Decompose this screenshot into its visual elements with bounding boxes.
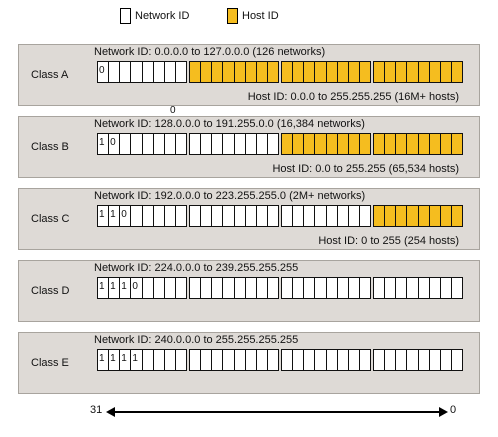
host-bit-cell [266, 61, 279, 83]
class-c-panel: Class C Network ID: 192.0.0.0 to 223.255… [18, 188, 480, 250]
host-range-label: Host ID: 0.0.0 to 255.255.255 (16M+ host… [247, 91, 459, 103]
leading-bit-value: 1 [99, 353, 105, 364]
host-bit-cell [358, 133, 371, 155]
class-name: Class D [31, 285, 70, 297]
stray-zero-label: 0 [170, 105, 176, 116]
class-name: Class B [31, 141, 69, 153]
leading-bit-value: 1 [121, 353, 127, 364]
network-bit-cell: 1 [108, 277, 121, 299]
host-range-label: Host ID: 0 to 255 (254 hosts) [318, 235, 459, 247]
network-bit-cell [266, 133, 279, 155]
class-name: Class E [31, 357, 69, 369]
network-bit-cell [266, 349, 279, 371]
network-bit-cell [174, 205, 187, 227]
leading-bit-value: 0 [121, 209, 127, 220]
network-range-label: Network ID: 192.0.0.0 to 223.255.255.0 (… [94, 190, 366, 202]
network-range-label: Network ID: 240.0.0.0 to 255.255.255.255 [94, 334, 299, 346]
leading-bit-value: 1 [110, 281, 116, 292]
leading-bit-value: 1 [99, 281, 105, 292]
legend-network-swatch [120, 8, 131, 24]
double-arrow-icon [106, 407, 448, 417]
leading-bit-value: 1 [110, 353, 116, 364]
network-range-label: Network ID: 0.0.0.0 to 127.0.0.0 (126 ne… [94, 46, 326, 58]
axis-left-label: 31 [90, 404, 103, 416]
class-b-panel: Class B Network ID: 128.0.0.0 to 191.255… [18, 116, 480, 178]
bit-order-axis: 31 0 [90, 402, 470, 422]
legend-host-label: Host ID [242, 10, 279, 22]
network-range-label: Network ID: 224.0.0.0 to 239.255.255.255 [94, 262, 299, 274]
network-range-label: Network ID: 128.0.0.0 to 191.255.0.0 (16… [94, 118, 365, 130]
leading-bit-value: 0 [132, 281, 138, 292]
class-name: Class C [31, 213, 70, 225]
network-bit-cell [174, 133, 187, 155]
class-e-panel: Class E Network ID: 240.0.0.0 to 255.255… [18, 332, 480, 394]
leading-bit-value: 1 [121, 281, 127, 292]
network-bit-cell [266, 205, 279, 227]
network-bit-cell [358, 205, 371, 227]
leading-bit-value: 0 [110, 137, 116, 148]
host-bit-cell [358, 61, 371, 83]
leading-bit-value: 1 [110, 209, 116, 220]
legend-host-swatch [227, 8, 238, 24]
host-bit-cell [450, 133, 463, 155]
bit-field: 0 [97, 61, 463, 83]
leading-bit-value: 1 [99, 137, 105, 148]
class-name: Class A [31, 69, 69, 81]
leading-bit-value: 0 [99, 65, 105, 76]
network-bit-cell [358, 349, 371, 371]
leading-bit-value: 1 [99, 209, 105, 220]
host-bit-cell [450, 205, 463, 227]
legend-network-label: Network ID [135, 10, 190, 22]
class-d-panel: Class D Network ID: 224.0.0.0 to 239.255… [18, 260, 480, 322]
class-a-panel: Class A Network ID: 0.0.0.0 to 127.0.0.0… [18, 44, 480, 106]
network-bit-cell [174, 61, 187, 83]
leading-bit-value: 1 [132, 353, 138, 364]
network-bit-cell [450, 349, 463, 371]
network-bit-cell [174, 277, 187, 299]
axis-right-label: 0 [450, 404, 457, 416]
network-bit-cell [174, 349, 187, 371]
host-bit-cell [450, 61, 463, 83]
network-bit-cell [358, 277, 371, 299]
network-bit-cell [266, 277, 279, 299]
network-bit-cell [450, 277, 463, 299]
host-range-label: Host ID: 0.0 to 255.255 (65,534 hosts) [272, 163, 459, 175]
